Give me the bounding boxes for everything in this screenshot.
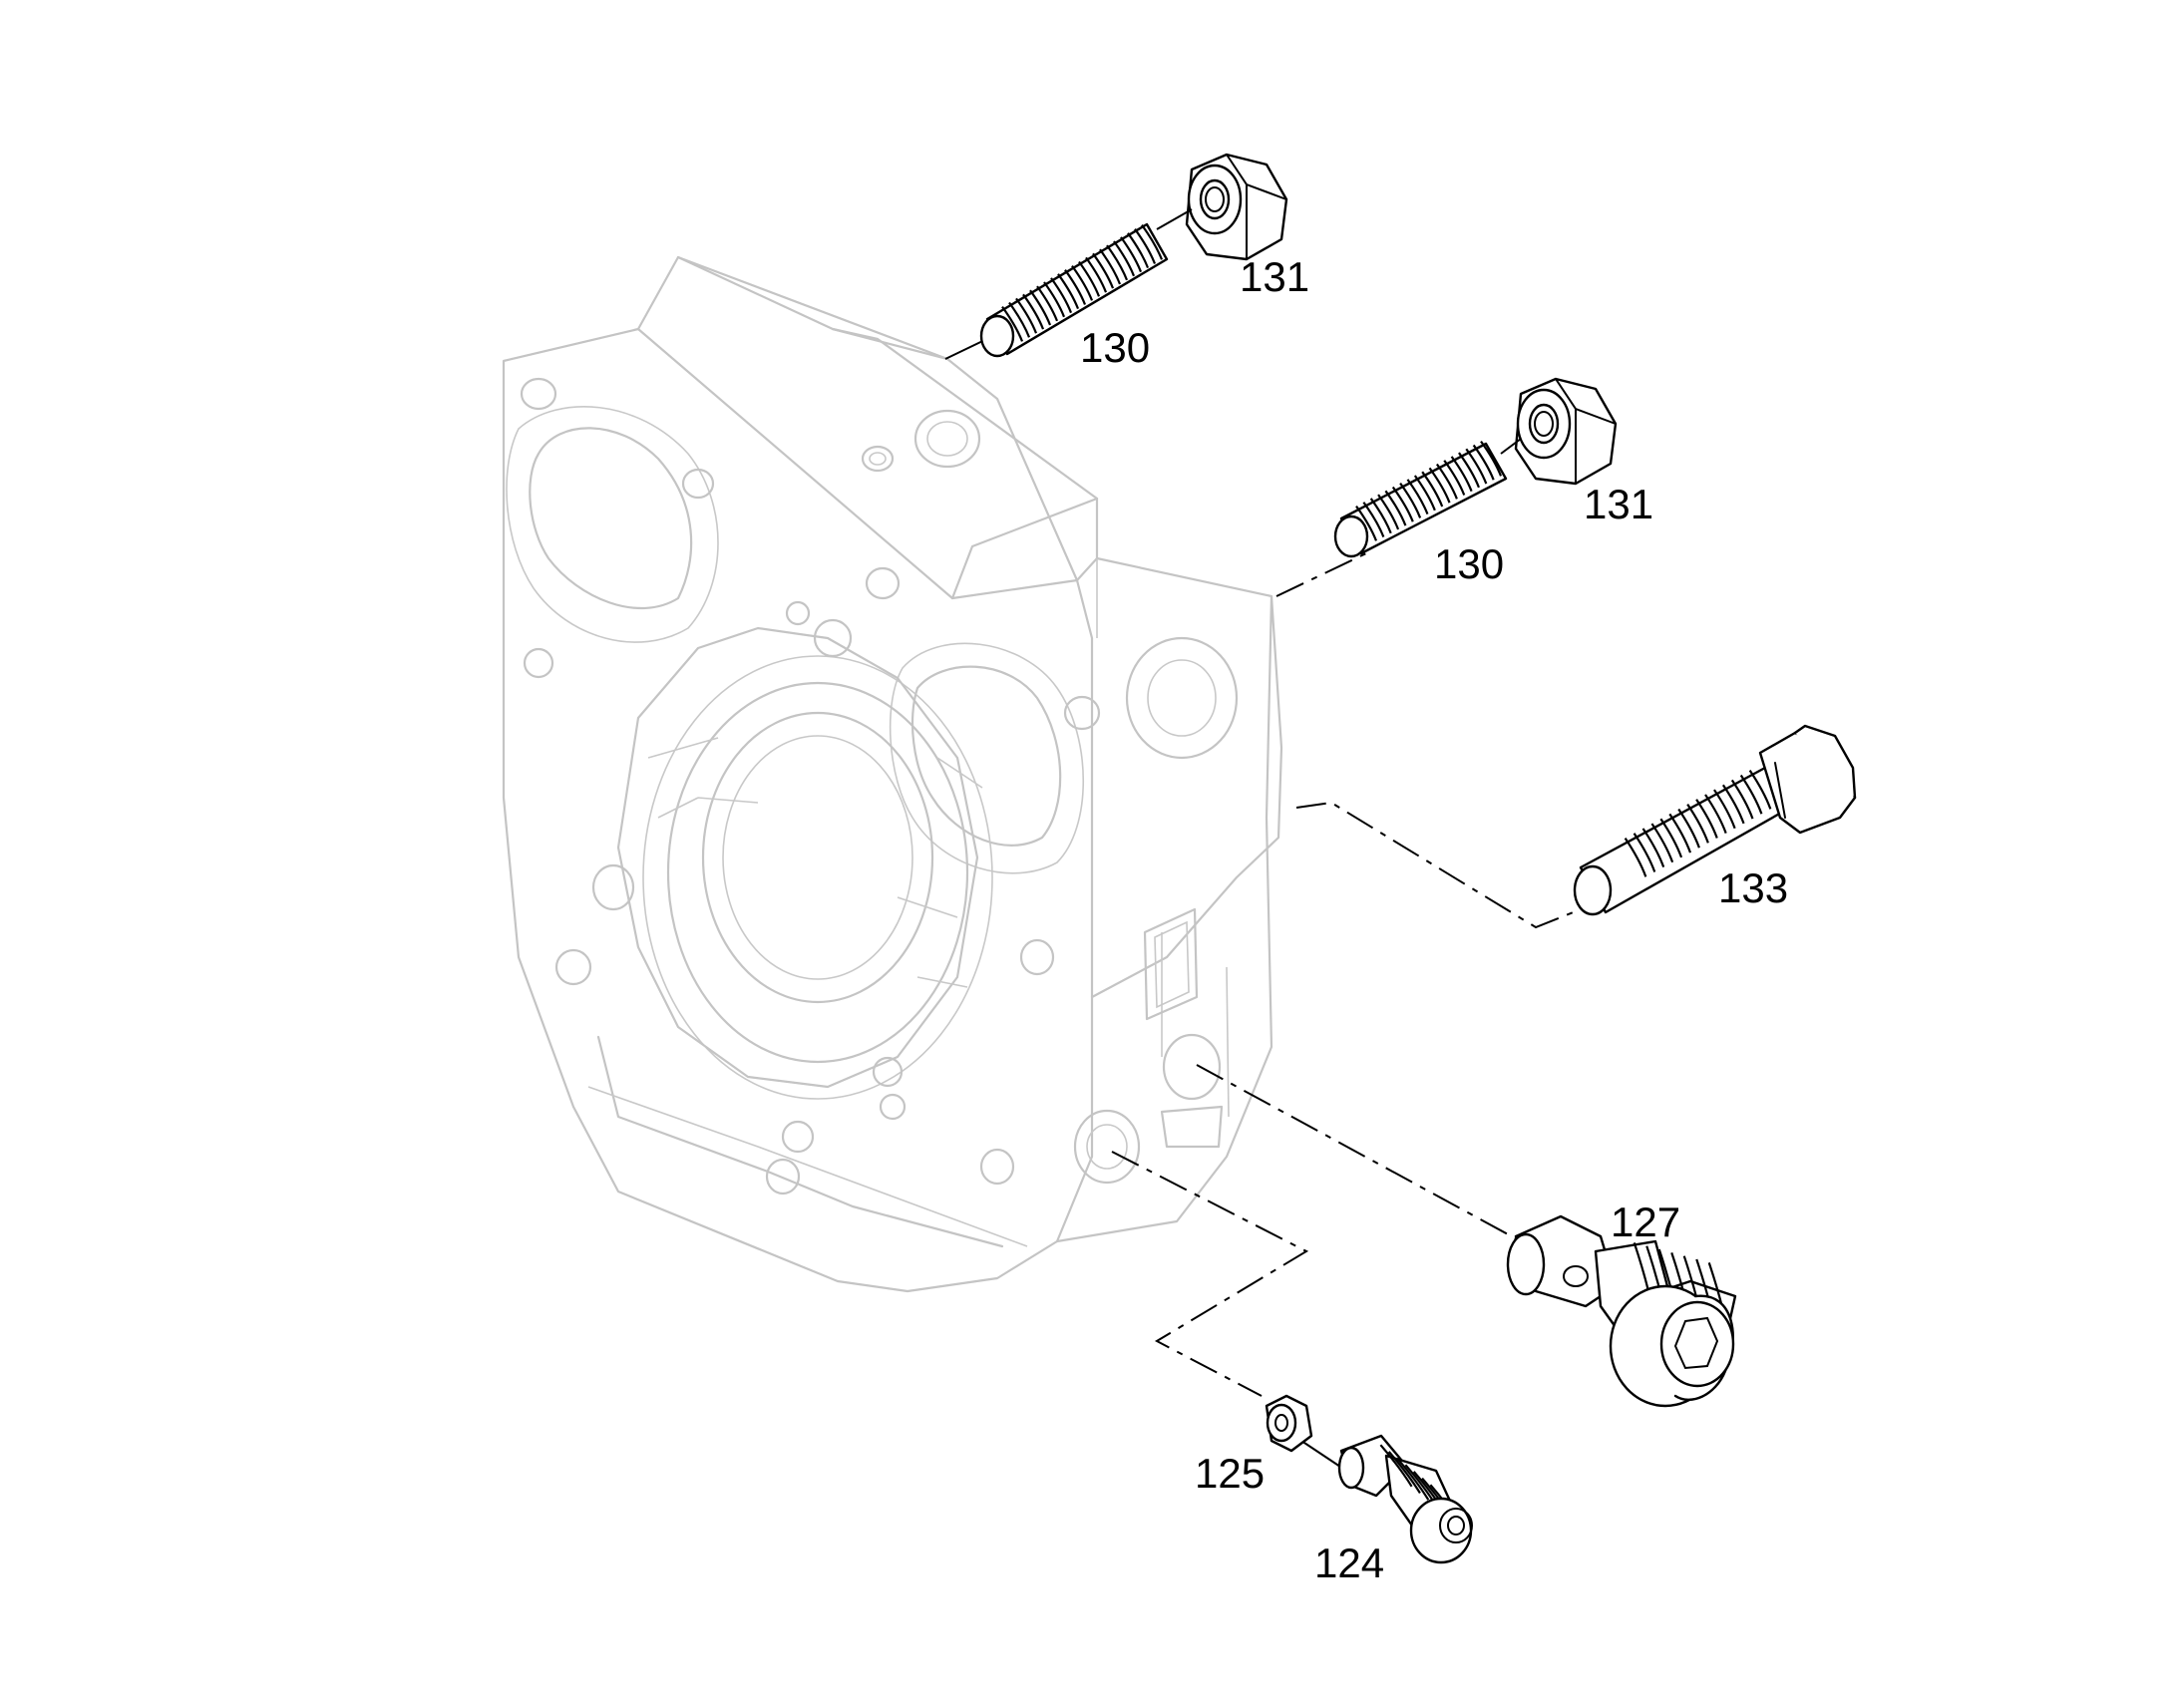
thread-lines-mid [1355, 440, 1503, 541]
callout-133: 133 [1718, 864, 1788, 911]
thread-line [1001, 305, 1024, 342]
assembly-line-127 [1196, 1064, 1522, 1242]
callout-127: 127 [1611, 1198, 1680, 1245]
assembly-line-124 [1111, 1151, 1309, 1397]
part-131-nut-mid [1514, 377, 1618, 486]
thread-line [1730, 779, 1754, 820]
assembly-line-133 [1295, 801, 1587, 929]
thread-line [1428, 467, 1451, 504]
part-130-stud-top [944, 208, 1193, 360]
callout-130-top: 130 [1080, 324, 1150, 371]
thread-line [1355, 505, 1378, 541]
thread-line [1099, 248, 1122, 285]
thread-line [1641, 828, 1665, 868]
thread-line [1043, 281, 1066, 318]
thread-line [1406, 479, 1429, 515]
thread-line [1085, 256, 1108, 293]
thread-line [1391, 486, 1414, 522]
thread-line [1450, 456, 1473, 493]
callout-130-mid: 130 [1434, 540, 1504, 587]
thread-line [1050, 277, 1073, 314]
thread-line [1106, 244, 1129, 281]
callout-125: 125 [1195, 1450, 1265, 1497]
thread-line [1369, 498, 1392, 534]
callout-labels: 131 130 131 130 133 127 125 124 [1080, 253, 1788, 1586]
thread-line [1421, 471, 1444, 508]
thread-line [1435, 463, 1458, 500]
thread-line [1704, 794, 1727, 835]
thread-line [1413, 475, 1436, 512]
thread-line [1127, 232, 1150, 268]
callout-131-mid: 131 [1584, 481, 1653, 527]
thread-line [1384, 490, 1407, 526]
thread-line [1624, 838, 1647, 877]
thread-line [1472, 444, 1495, 481]
thread-line [1078, 260, 1101, 297]
thread-line [1686, 804, 1709, 844]
thread-line [1659, 818, 1683, 858]
assembly-lines [1111, 552, 1587, 1397]
thread-line [1029, 289, 1052, 326]
thread-line [1379, 1444, 1413, 1488]
thread-line [1064, 269, 1087, 305]
thread-line [1071, 264, 1094, 301]
part-130-stud-mid [1333, 438, 1522, 558]
callout-131-top: 131 [1240, 253, 1309, 300]
thread-line [1458, 452, 1480, 489]
pump-housing [502, 255, 1283, 1293]
thread-line [1739, 774, 1763, 815]
thread-line [1480, 440, 1503, 477]
thread-line [1022, 293, 1045, 330]
thread-line [1668, 813, 1692, 854]
thread-line [1036, 285, 1059, 322]
callout-124: 124 [1314, 1539, 1384, 1586]
thread-line [1113, 240, 1136, 277]
thread-line [1677, 808, 1700, 849]
thread-line [1057, 273, 1080, 309]
part-125-seal [1265, 1394, 1347, 1472]
part-127-valve-plug [1506, 1214, 1737, 1408]
thread-line [1387, 1451, 1421, 1495]
thread-line [1633, 833, 1656, 872]
thread-line [1721, 784, 1745, 825]
thread-line [1008, 301, 1031, 338]
thread-line [1092, 252, 1115, 289]
thread-line [1399, 483, 1422, 518]
thread-line [1134, 228, 1157, 264]
thread-lines-top [1001, 223, 1164, 342]
thread-line [1695, 799, 1718, 839]
thread-line [1141, 223, 1164, 260]
thread-line [1650, 823, 1674, 863]
part-131-nut-top [1185, 153, 1288, 261]
thread-line [1443, 460, 1466, 496]
thread-line [1015, 297, 1038, 334]
thread-line [1465, 448, 1488, 485]
thread-lines-133 [1624, 770, 1772, 877]
part-124-cartridge [1337, 1434, 1473, 1564]
thread-line [1748, 770, 1772, 810]
part-133-cap-screw [1573, 724, 1857, 916]
thread-line [1377, 494, 1400, 530]
thread-line [1713, 789, 1736, 830]
thread-line [1120, 236, 1143, 273]
assembly-line-130-mid [1275, 552, 1367, 597]
thread-line [1396, 1457, 1430, 1501]
thread-line [1362, 502, 1385, 537]
